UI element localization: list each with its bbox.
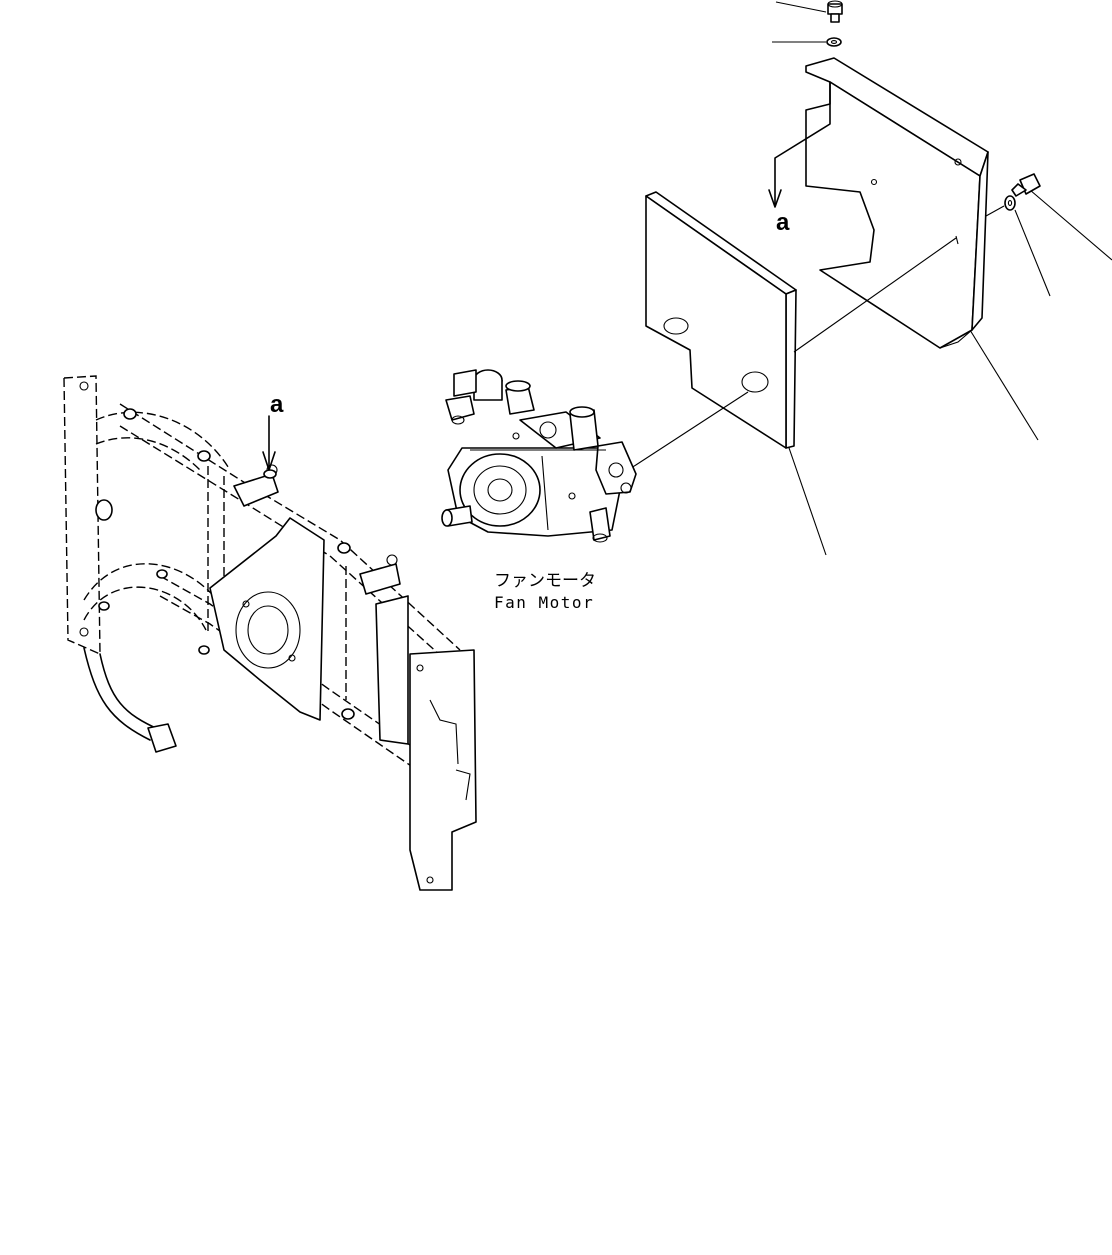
- leader-lines: [772, 1, 1112, 556]
- part-name-jp: ファンモータ: [494, 571, 596, 591]
- leader-line-cover: [969, 329, 1039, 441]
- side-bolt-icon: [1011, 173, 1041, 197]
- assembly-line-plate-to-cover: [793, 237, 957, 353]
- side-washer-icon: [1004, 195, 1016, 211]
- leader-line-plate: [787, 444, 827, 556]
- radiator-frame: [63, 375, 477, 891]
- leader-line-side-bolt: [1029, 189, 1112, 261]
- assembly-line-motor-to-plate: [621, 391, 749, 475]
- view-arrow-frame-icon: [262, 415, 276, 471]
- fan-motor: [441, 369, 637, 543]
- leader-line-top-bolt: [775, 1, 827, 13]
- leader-line-side-washer: [1014, 209, 1051, 297]
- view-marker-label-top: a: [776, 209, 790, 236]
- bolt-icon: [827, 0, 843, 23]
- view-arrow-icon: [768, 81, 831, 208]
- washer-icon: [826, 37, 842, 47]
- bracket-cover: [805, 57, 989, 349]
- assembly-line-side-bolt: [985, 205, 1005, 217]
- view-marker-label-frame: a: [270, 391, 284, 418]
- insulation-plate: [645, 191, 797, 449]
- part-name-en: Fan Motor: [494, 593, 594, 612]
